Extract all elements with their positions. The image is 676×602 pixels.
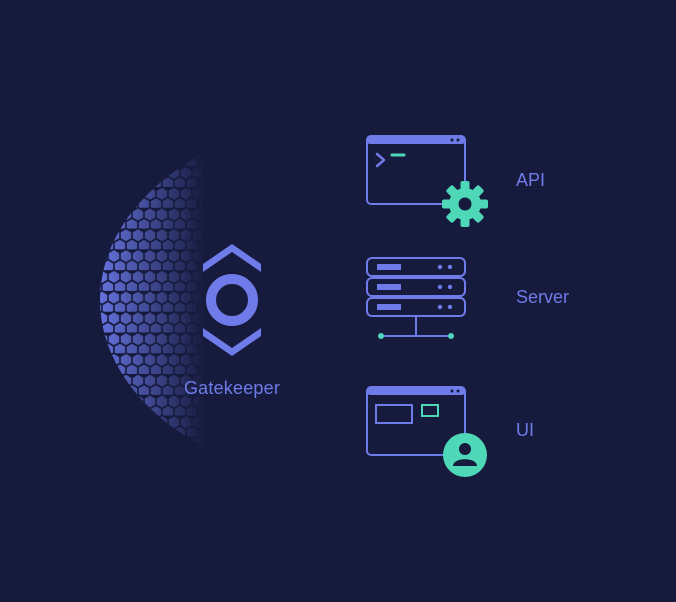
api-label: API — [516, 170, 546, 190]
terminal-gear-icon — [366, 135, 488, 227]
server-rack-icon — [366, 257, 466, 339]
server-label: Server — [516, 287, 570, 307]
gatekeeper-label: Gatekeeper — [183, 378, 281, 398]
window-user-icon — [366, 386, 487, 477]
ui-label: UI — [516, 420, 534, 440]
gatekeeper-logo-icon — [203, 244, 261, 356]
